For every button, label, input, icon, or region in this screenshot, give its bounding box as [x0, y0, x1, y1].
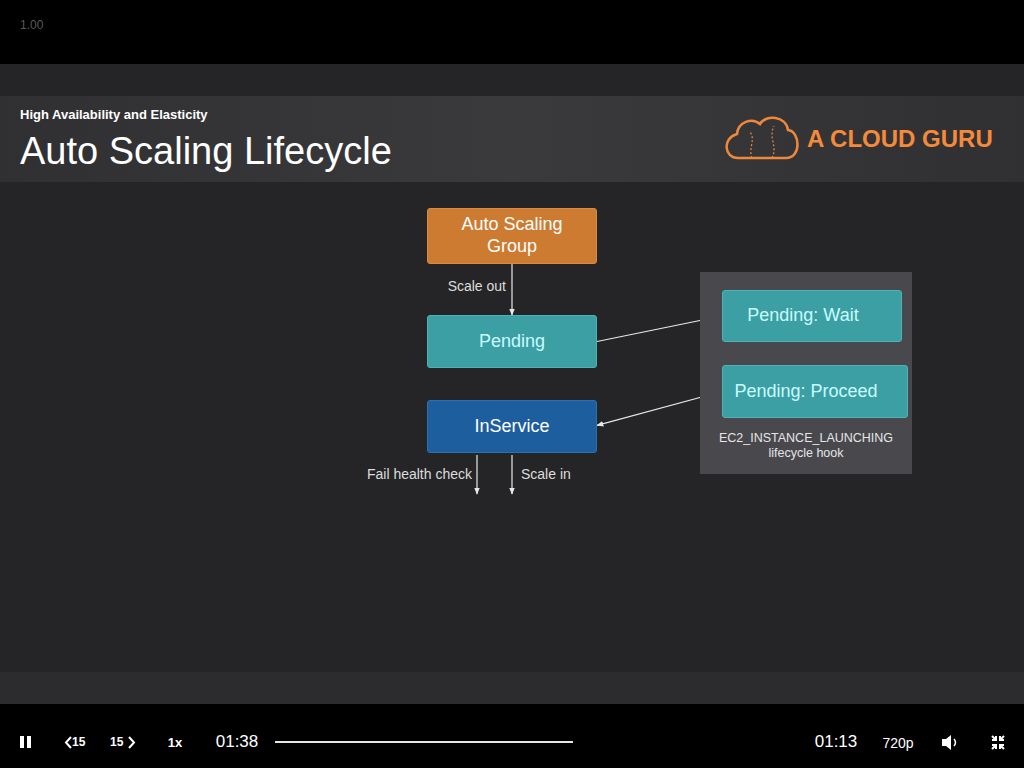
- sound-wave: [954, 739, 956, 746]
- pause-bar: [27, 736, 31, 748]
- elapsed-time: 01:38: [216, 732, 259, 752]
- exit-fullscreen-icon: [992, 736, 1004, 749]
- skip-seconds: 15: [72, 736, 85, 750]
- slide-footer: [0, 672, 1024, 704]
- playback-speed: 1x: [168, 736, 182, 751]
- state-box: InService: [427, 400, 597, 453]
- box-label: InService: [474, 416, 549, 438]
- progress-bar: [275, 741, 573, 743]
- corner-arrow: [992, 736, 996, 740]
- exit-arrow: [476, 455, 477, 494]
- corner-arrow: [1000, 736, 1004, 740]
- pause-bar: [20, 736, 24, 748]
- state-box: Pending: [427, 315, 597, 368]
- cloud-outline: [727, 118, 798, 158]
- slide-title: Auto Scaling Lifecycle: [20, 130, 392, 174]
- panel-caption: EC2_INSTANCE_LAUNCHING lifecycle hook: [708, 431, 904, 461]
- cloud-detail: [750, 132, 752, 158]
- volume-icon: [942, 735, 956, 750]
- hook-panel: EC2_INSTANCE_LAUNCHING lifecycle hook Pen…: [700, 272, 912, 474]
- box-label: Pending: Wait: [723, 305, 883, 327]
- corner-arrow: [992, 745, 996, 749]
- state-box: Pending: Proceed: [722, 365, 908, 418]
- speed-readout: 1.00: [20, 19, 43, 33]
- arrow-label: Fail health check: [367, 466, 472, 482]
- brand-logo: A CLOUD GURU: [807, 125, 993, 153]
- top-bar: [0, 0, 1024, 64]
- group-box: Auto Scaling Group: [427, 208, 597, 264]
- exit-arrow: [511, 455, 512, 494]
- cloud-logo: [727, 118, 798, 158]
- cloud-detail: [772, 126, 774, 158]
- flow-arrow: [511, 264, 512, 315]
- remaining-time: 01:13: [815, 732, 858, 752]
- control-bar: [0, 704, 1024, 768]
- section-name: High Availability and Elasticity: [20, 108, 208, 123]
- rewind-chevron: [66, 737, 71, 748]
- box-label: Pending: Proceed: [723, 381, 889, 403]
- arrow-label: Scale in: [521, 466, 571, 482]
- quality-setting: 720p: [882, 735, 913, 751]
- speaker: [942, 735, 951, 750]
- box-label: Auto Scaling Group: [447, 214, 577, 257]
- box-label: Pending: [479, 331, 545, 353]
- state-box: Pending: Wait: [722, 290, 902, 342]
- corner-arrow: [1000, 745, 1004, 749]
- skip-seconds: 15: [110, 736, 123, 750]
- forward-chevron: [129, 737, 134, 748]
- pause-icon: [20, 736, 31, 748]
- edge-label: Scale out: [448, 277, 506, 293]
